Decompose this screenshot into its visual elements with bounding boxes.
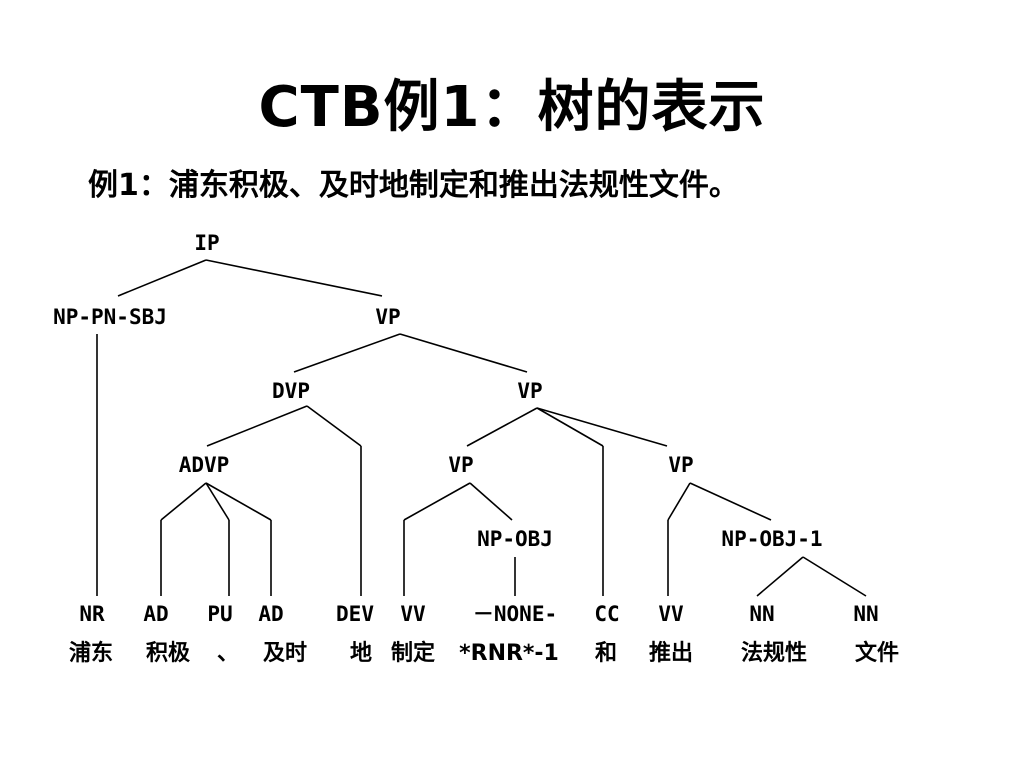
word-token: 浦东 — [69, 640, 113, 666]
pos-tags: NR AD PU AD DEV VV －NONE- CC VV NN NN — [79, 602, 878, 626]
word-token: 地 — [350, 641, 372, 666]
edge-npobj1-nn1 — [756, 556, 804, 597]
pos-tag: AD — [143, 602, 168, 626]
node-dvp: DVP — [272, 379, 310, 403]
edge-vpright-vv-a — [667, 482, 691, 521]
word-token: 制定 — [391, 640, 435, 666]
node-vp-mid: VP — [517, 379, 542, 403]
pos-tag: NR — [79, 602, 105, 626]
pos-tag: DEV — [336, 602, 374, 626]
words: 浦东 积极 、 及时 地 制定 *RNR*-1 和 推出 法规性 文件 — [69, 640, 899, 666]
edge-dvp-dev-a — [306, 405, 362, 447]
node-np-obj-1: NP-OBJ-1 — [721, 527, 822, 551]
pos-tag: －NONE- — [473, 602, 557, 626]
word-token: 文件 — [855, 640, 899, 666]
word-token: 积极 — [146, 641, 191, 666]
edge-advp-pu-a — [205, 482, 230, 521]
edge-vpleft-npobj — [469, 482, 513, 521]
edge-ip-np — [117, 259, 207, 297]
edge-vp-vp — [399, 333, 528, 373]
word-token: 法规性 — [741, 641, 807, 666]
pos-tag: VV — [400, 602, 426, 626]
pos-tag: NN — [853, 602, 878, 626]
pos-tag: CC — [594, 602, 619, 626]
edge-vp-dvp — [293, 333, 401, 373]
edge-vp-vpleft — [466, 407, 538, 447]
pos-tag: PU — [207, 602, 232, 626]
word-token: 推出 — [649, 641, 693, 666]
tree-edges — [96, 259, 867, 597]
node-advp: ADVP — [179, 453, 230, 477]
node-np-obj: NP-OBJ — [477, 527, 553, 551]
node-vp-left: VP — [448, 453, 473, 477]
word-token: 及时 — [263, 641, 307, 666]
word-token: 、 — [217, 641, 239, 666]
edge-vp-cc-a — [536, 407, 604, 447]
edge-advp-ad1-a — [160, 482, 207, 521]
phrase-nodes: IP NP-PN-SBJ VP DVP VP ADVP VP VP NP-OBJ… — [53, 231, 822, 551]
pos-tag: NN — [749, 602, 774, 626]
edge-npobj1-nn2 — [802, 556, 867, 597]
node-ip: IP — [194, 231, 219, 255]
edge-vp-vpright — [536, 407, 668, 447]
pos-tag: VV — [658, 602, 684, 626]
node-vp-right: VP — [668, 453, 693, 477]
word-token: 和 — [595, 641, 617, 666]
node-vp-top: VP — [375, 305, 400, 329]
word-token: *RNR*-1 — [459, 641, 559, 666]
example-sentence: 例1：浦东积极、及时地制定和推出法规性文件。 — [88, 168, 739, 203]
edge-dvp-advp — [206, 405, 308, 447]
node-np-pn-sbj: NP-PN-SBJ — [53, 305, 167, 329]
edge-vpleft-vv-a — [403, 482, 471, 521]
pos-tag: AD — [258, 602, 283, 626]
edge-ip-vp — [205, 259, 383, 297]
edge-advp-ad2-a — [205, 482, 272, 521]
slide-title: CTB例1：树的表示 — [258, 75, 766, 140]
edge-vpright-npobj1 — [689, 482, 772, 521]
